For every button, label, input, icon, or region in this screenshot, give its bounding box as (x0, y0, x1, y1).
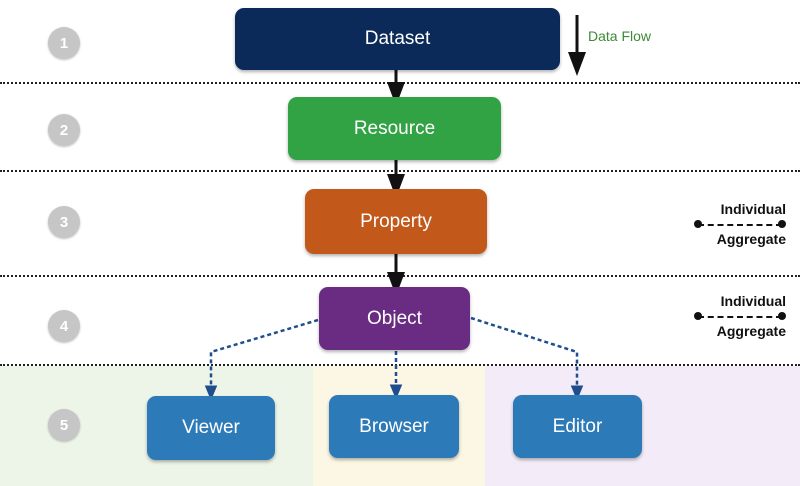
legend-aggregate-label: Aggregate (716, 231, 786, 247)
legend-dot-right (778, 312, 786, 320)
node-object: Object (319, 287, 470, 350)
divider-4 (0, 364, 800, 366)
legend-dot-left (694, 312, 702, 320)
divider-2 (0, 170, 800, 172)
legend-dot-right (778, 220, 786, 228)
connector-object-viewer (204, 318, 319, 401)
legend-aggregate-label: Aggregate (716, 323, 786, 339)
legend-layer-3: Individual Aggregate (694, 201, 786, 251)
node-resource: Resource (288, 97, 501, 160)
node-viewer: Viewer (147, 396, 275, 460)
legend-individual-label: Individual (720, 293, 786, 309)
layer-number-5: 5 (48, 409, 80, 441)
legend-dot-left (694, 220, 702, 228)
layer-number-1: 1 (48, 27, 80, 59)
legend-individual-label: Individual (720, 201, 786, 217)
layer-number-4: 4 (48, 310, 80, 342)
connector-object-editor (470, 316, 584, 401)
layer-number-2: 2 (48, 114, 80, 146)
data-flow-label: Data Flow (588, 28, 652, 44)
node-browser: Browser (329, 395, 459, 458)
node-dataset: Dataset (235, 8, 560, 70)
node-property: Property (305, 189, 487, 254)
node-editor: Editor (513, 395, 642, 458)
legend-layer-4: Individual Aggregate (694, 293, 786, 343)
layer-number-3: 3 (48, 206, 80, 238)
legend-dashed-line (698, 224, 782, 226)
legend-dashed-line (698, 316, 782, 318)
